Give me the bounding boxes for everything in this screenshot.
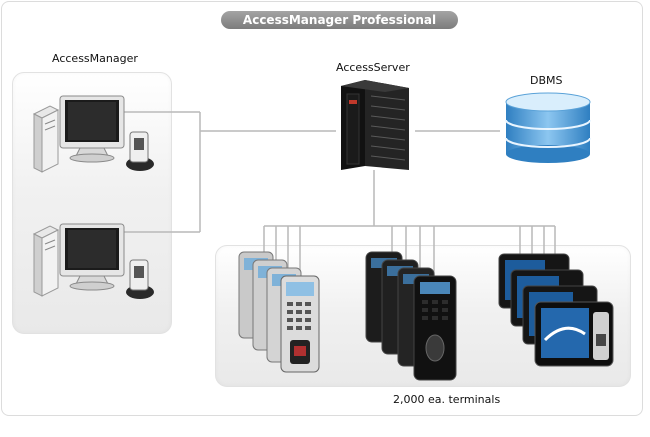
keypad-terminal-icon bbox=[280, 275, 320, 373]
terminal-group-keypad bbox=[238, 251, 320, 373]
fingerprint-terminal-icon bbox=[413, 275, 457, 381]
terminals-label: 2,000 ea. terminals bbox=[393, 393, 501, 406]
terminal-group-fingerprint bbox=[365, 251, 457, 381]
diagram-title: AccessManager Professional bbox=[221, 11, 458, 29]
workstation-1 bbox=[32, 95, 154, 173]
fingerprint-scanner-icon bbox=[126, 131, 154, 171]
screen-terminal-icon bbox=[534, 301, 614, 367]
access-manager-label: AccessManager bbox=[52, 52, 138, 65]
server-icon bbox=[341, 80, 409, 170]
monitor-icon bbox=[59, 95, 125, 163]
monitor-icon bbox=[59, 223, 125, 291]
tower-icon bbox=[32, 225, 60, 297]
terminal-group-screen bbox=[498, 253, 614, 367]
access-server-label: AccessServer bbox=[336, 61, 410, 74]
dbms-label: DBMS bbox=[530, 74, 563, 87]
workstation-2 bbox=[32, 223, 154, 299]
tower-icon bbox=[32, 105, 60, 173]
fingerprint-scanner-icon bbox=[126, 259, 154, 299]
database-icon bbox=[505, 92, 591, 163]
